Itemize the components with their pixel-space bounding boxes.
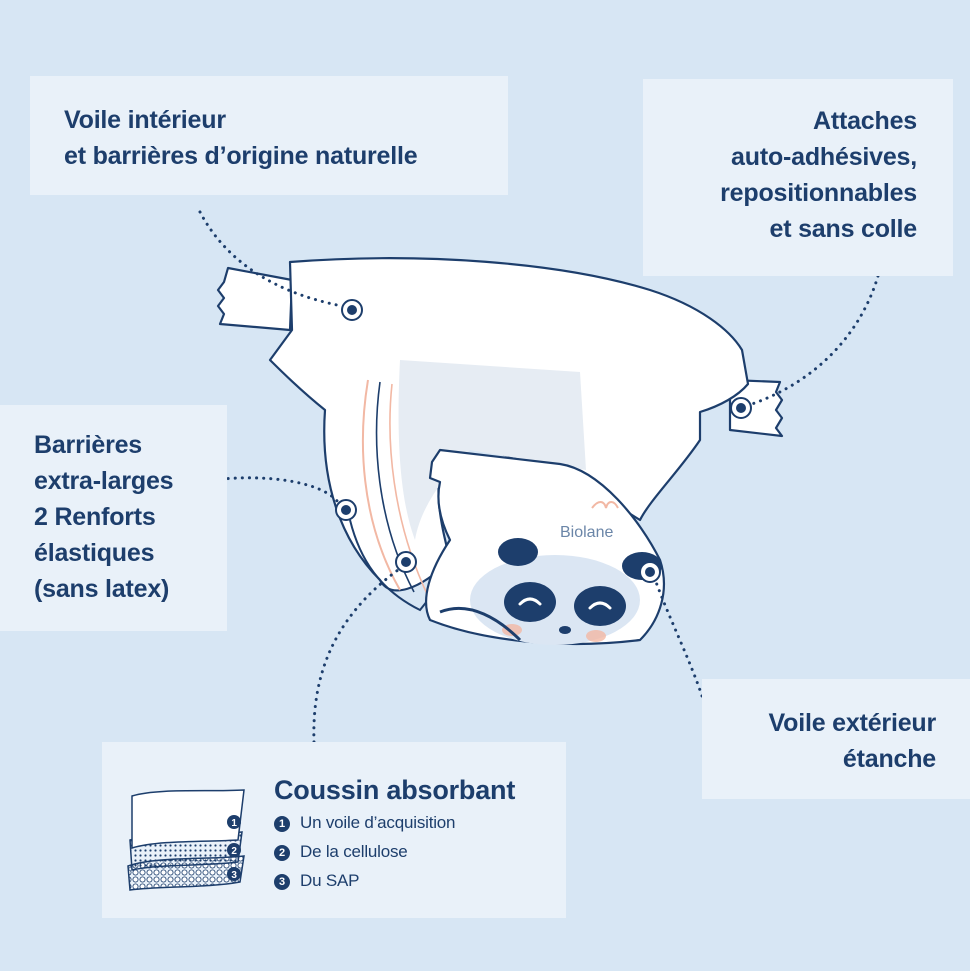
layer-item-2: 2 De la cellulose — [274, 841, 408, 863]
layer-acquisition-veil — [131, 789, 245, 850]
barrier-line-1 — [361, 379, 401, 591]
panda-eye-patch-right — [574, 586, 626, 626]
panda-cheek-right — [586, 630, 606, 642]
marker-absorbent — [395, 551, 417, 573]
callout-absorbent-pad: 1 2 3 Coussin absorbant 1 Un voile d’acqu… — [102, 742, 566, 918]
callout-line: Attaches — [813, 107, 917, 135]
callout-line: élastiques — [34, 539, 155, 567]
layer-badge-3 — [227, 867, 241, 881]
marker-barriers — [335, 499, 357, 521]
layer-badge-2 — [227, 843, 241, 857]
callout-line: repositionnables — [720, 179, 917, 207]
marker-inner-veil — [341, 299, 363, 321]
left-fastener-tab — [216, 266, 294, 332]
panda-nose — [559, 626, 571, 634]
marker-outer-veil — [639, 561, 661, 583]
layer-number: 3 — [274, 874, 290, 890]
marker-fasteners — [730, 397, 752, 419]
panda-eye-patch-left — [504, 582, 556, 622]
bamboo-leaf-icon — [439, 606, 522, 642]
callout-line: et barrières d’origine naturelle — [64, 142, 418, 170]
absorbent-title: Coussin absorbant — [274, 775, 516, 805]
panda-eye-left — [518, 597, 542, 606]
callout-fasteners: Attaches auto-adhésives, repositionnable… — [643, 79, 953, 276]
layer-badge-3-text: 3 — [231, 870, 237, 881]
layer-badge-2-text: 2 — [231, 846, 237, 857]
layer-item-1: 1 Un voile d’acquisition — [274, 812, 456, 834]
brand-logo: Biolane — [560, 524, 613, 541]
brand-flower-icon — [591, 501, 619, 509]
layer-text: Un voile d’acquisition — [300, 813, 456, 832]
layer-badge-1 — [227, 815, 241, 829]
layer-number: 2 — [274, 845, 290, 861]
callout-line: Barrières — [34, 431, 143, 459]
callout-line: étanche — [842, 745, 936, 773]
layer-item-3: 3 Du SAP — [274, 870, 359, 892]
layer-number: 1 — [274, 816, 290, 832]
barrier-line-3 — [389, 383, 429, 597]
callout-line: Voile intérieur — [64, 106, 226, 134]
panda-eye-right — [588, 601, 612, 610]
layer-text: Du SAP — [300, 871, 360, 890]
callout-outer-veil: Voile extérieur étanche — [702, 679, 970, 799]
callout-line: Voile extérieur — [768, 709, 937, 737]
callout-line: extra-larges — [34, 467, 174, 495]
callout-barriers: Barrières extra-larges 2 Renforts élasti… — [0, 405, 227, 631]
callout-line: 2 Renforts — [34, 503, 156, 531]
absorbent-layers-icon: 1 2 3 — [127, 789, 245, 891]
callout-inner-veil: Voile intérieur et barrières d’origine n… — [30, 76, 508, 195]
panda-ear-left — [498, 538, 538, 566]
callout-line: auto-adhésives, — [731, 143, 917, 171]
layer-badge-1-text: 1 — [231, 818, 237, 829]
callout-line: et sans colle — [769, 215, 918, 243]
layer-text: De la cellulose — [300, 842, 408, 861]
diaper-core — [398, 360, 586, 540]
callout-line: (sans latex) — [34, 575, 170, 603]
